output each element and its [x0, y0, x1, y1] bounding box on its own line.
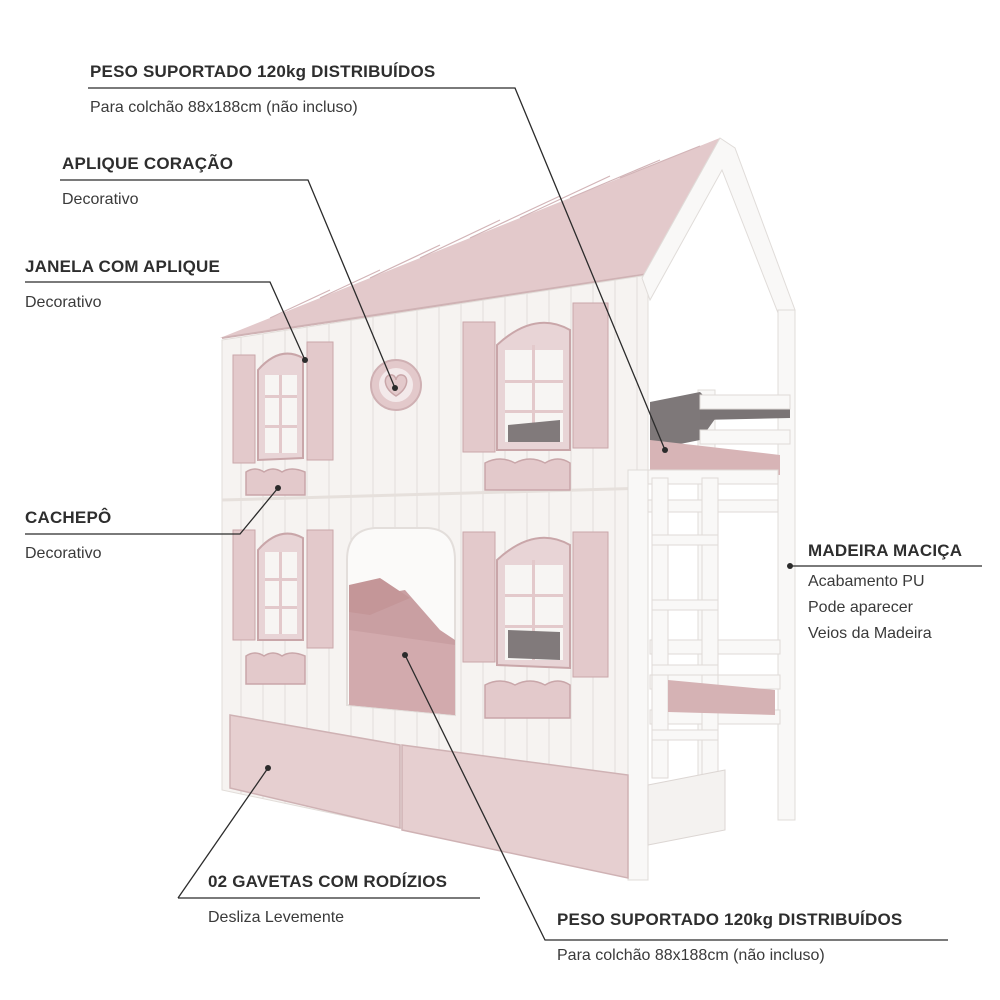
callout-dots [265, 357, 793, 771]
callout-solid-wood: MADEIRA MACIÇA Acabamento PU Pode aparec… [808, 541, 962, 647]
side-drawer [647, 769, 726, 846]
callout-text: Decorativo [25, 294, 102, 311]
callout-text: Para colchão 88x188cm (não incluso) [557, 947, 825, 964]
callout-weight-top: PESO SUPORTADO 120kg DISTRIBUÍDOS Para c… [90, 62, 435, 121]
callout-line: Veios da Madeira [808, 625, 932, 642]
callout-title: 02 GAVETAS COM RODÍZIOS [208, 872, 448, 891]
callout-title: CACHEPÔ [25, 508, 112, 527]
callout-window: JANELA COM APLIQUE Decorativo [25, 257, 220, 316]
ladder [651, 477, 719, 779]
callout-drawers: 02 GAVETAS COM RODÍZIOS Desliza Levement… [208, 872, 447, 931]
callout-title: MADEIRA MACIÇA [808, 541, 963, 560]
window-upper-left [232, 341, 334, 464]
callout-title: PESO SUPORTADO 120kg DISTRIBUÍDOS [557, 910, 903, 929]
roof [220, 138, 720, 339]
callout-line: Acabamento PU [808, 573, 925, 590]
callout-text: Desliza Levemente [208, 909, 345, 926]
callout-title: APLIQUE CORAÇÃO [62, 154, 234, 173]
callout-lines [25, 87, 982, 941]
callout-flower-box: CACHEPÔ Decorativo [25, 508, 111, 567]
callout-text: Decorativo [62, 191, 139, 208]
callout-title: JANELA COM APLIQUE [25, 257, 221, 276]
window-upper-right [462, 302, 609, 453]
callout-text-block: Acabamento PU Pode aparecer Veios da Mad… [808, 569, 962, 647]
window-lower-left [232, 529, 334, 649]
callout-title: PESO SUPORTADO 120kg DISTRIBUÍDOS [90, 62, 436, 81]
callout-weight-bottom: PESO SUPORTADO 120kg DISTRIBUÍDOS Para c… [557, 910, 902, 969]
flower-boxes [245, 458, 571, 719]
callout-line: Pode aparecer [808, 599, 913, 616]
window-lower-right [462, 531, 609, 678]
heart-applique [370, 359, 422, 411]
callout-heart-applique: APLIQUE CORAÇÃO Decorativo [62, 154, 233, 213]
callout-text: Decorativo [25, 545, 102, 562]
drawers [229, 714, 629, 879]
lower-mattress-side [668, 680, 775, 715]
door-opening [346, 527, 456, 717]
callout-text: Para colchão 88x188cm (não incluso) [90, 99, 358, 116]
